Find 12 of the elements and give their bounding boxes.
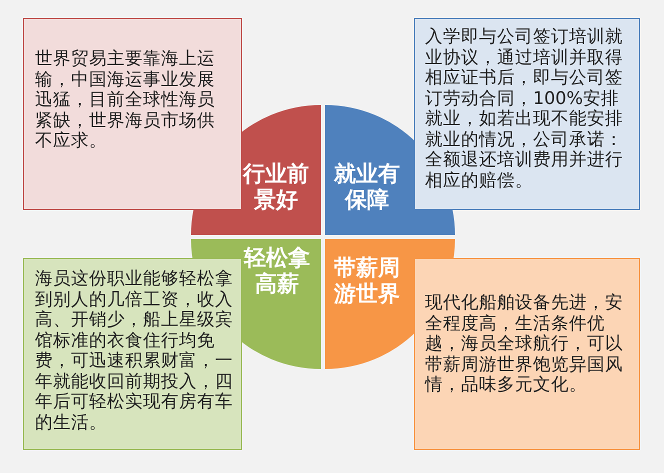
text-box <box>23 258 242 450</box>
description-text: 入学即与公司签订培训就业协议，通过培训并取得相应证书后，即与公司签订劳动合同，100%安排就业，如若出现不能安排就业的情况，公司承诺：全额退还培训费用并进行相应的赔偿。 <box>425 27 624 191</box>
text-box <box>23 18 242 210</box>
description-text: 世界贸易主要靠海上运输，中国海运事业发展迅猛，目前全球性海员紧缺，世界海员市场供不应求。 <box>35 49 216 152</box>
segment-label: 轻松拿高薪 <box>244 246 310 298</box>
segment-label: 行业前景好 <box>243 162 309 214</box>
text-box <box>414 18 640 210</box>
segment-label: 带薪周游世界 <box>334 256 400 308</box>
segment-label: 就业有保障 <box>334 162 400 214</box>
description-text: 海员这份职业能够轻松拿到别人的几倍工资，收入高、开销少，船上星级宾馆标准的衣食住行均免费，可迅速积累财富，一年就能收回前期投入，四年后可轻松实现有房有车的生活。 <box>35 269 233 433</box>
text-box <box>414 258 640 450</box>
description-text: 现代化船舶设备先进，安全程度高，生活条件优越，海员全球航行，可以带薪周游世界饱览异国风情，品味多元文化。 <box>425 293 624 396</box>
